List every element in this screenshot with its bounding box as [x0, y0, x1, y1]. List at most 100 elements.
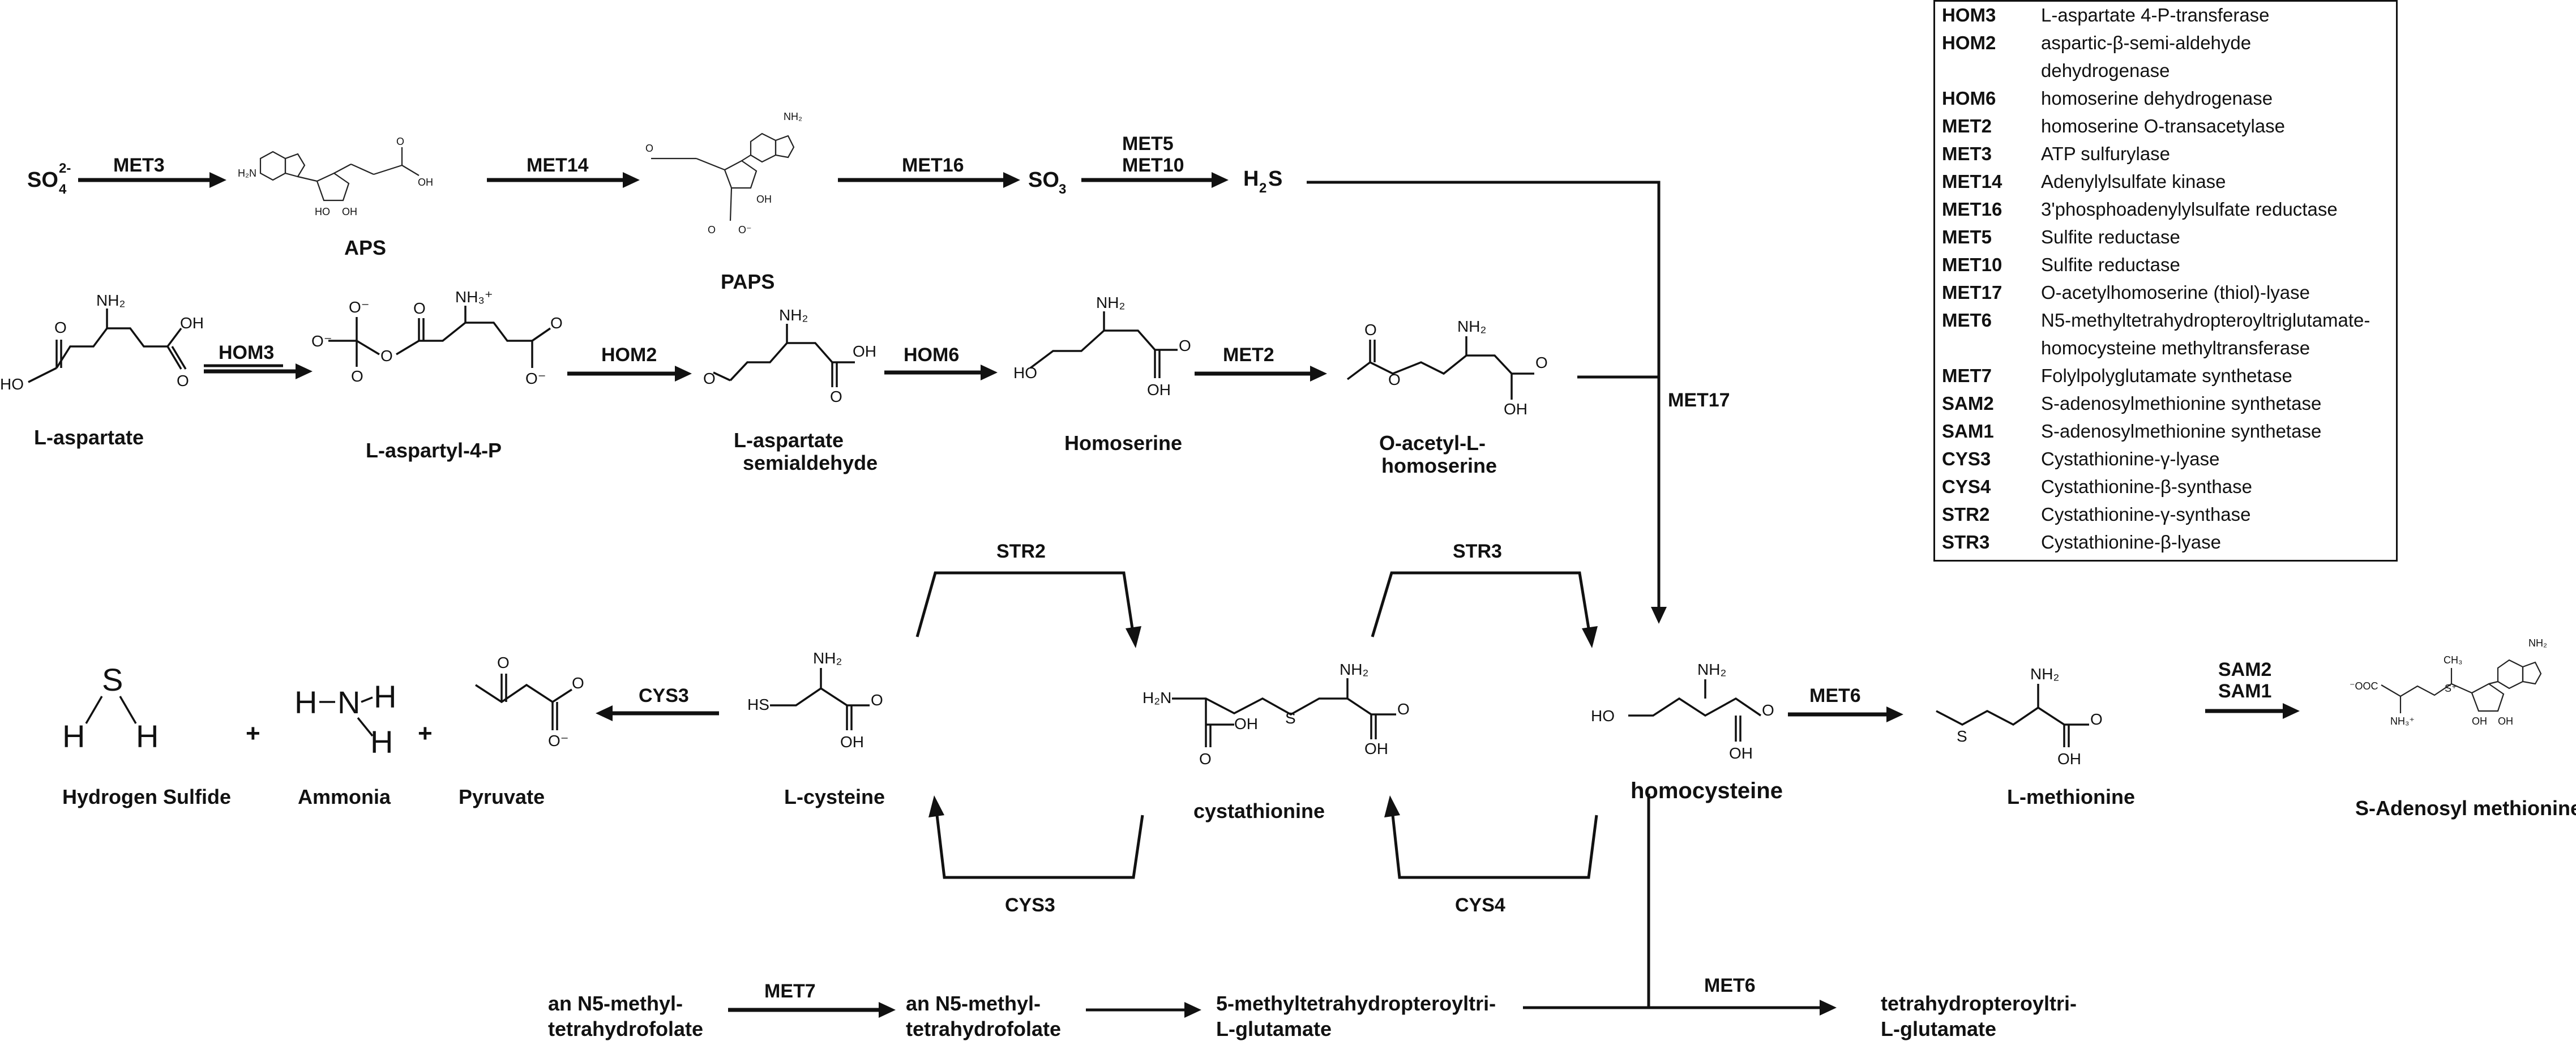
legend-description: O-acetylhomoserine (thiol)-lyase: [2041, 282, 2310, 303]
legend-description: L-aspartate 4-P-transferase: [2041, 5, 2270, 25]
svg-text:O: O: [550, 314, 563, 332]
svg-text:OH: OH: [342, 206, 357, 217]
arrow-met3: [78, 172, 226, 188]
svg-text:O: O: [54, 319, 67, 336]
legend-code: MET2: [1942, 115, 1992, 136]
svg-text:2-: 2-: [59, 161, 71, 176]
l-aspartate-label: L-aspartate: [34, 426, 144, 449]
svg-text:H₂N: H₂N: [1142, 689, 1171, 706]
o-acetyl-homoserine-structure: O O NH₂ O OH: [1346, 318, 1548, 418]
legend-code: MET7: [1942, 365, 1992, 386]
arrow-met7: [728, 1002, 896, 1018]
legend-code: MET10: [1942, 254, 2002, 275]
legend-row: MET17 O-acetylhomoserine (thiol)-lyase: [1935, 281, 2396, 309]
svg-text:OH: OH: [1147, 381, 1171, 399]
svg-text:O⁻: O⁻: [738, 224, 752, 235]
svg-text:HO: HO: [0, 375, 24, 393]
cystathionine-label: cystathionine: [1193, 799, 1325, 823]
svg-text:O: O: [1199, 750, 1212, 768]
l-methionine-label: L-methionine: [2007, 785, 2135, 808]
legend-code: MET17: [1942, 282, 2002, 303]
enzyme-hom2: HOM2: [601, 344, 657, 366]
ammonia-label: Ammonia: [298, 785, 391, 808]
svg-text:OH: OH: [2498, 716, 2513, 727]
svg-text:O: O: [351, 367, 363, 385]
enzyme-str2: STR2: [996, 541, 1046, 562]
svg-text:OH: OH: [180, 314, 204, 332]
svg-text:H: H: [374, 679, 396, 714]
svg-text:NH₂: NH₂: [1697, 661, 1726, 678]
svg-text:⁻OOC: ⁻OOC: [2350, 680, 2378, 692]
svg-text:NH₂: NH₂: [813, 649, 842, 667]
arrow-sam: [2205, 703, 2300, 719]
svg-text:OH: OH: [853, 342, 876, 360]
svg-text:NH₂: NH₂: [1457, 318, 1486, 335]
legend-description: Cystathionine-γ-lyase: [2041, 448, 2220, 469]
svg-text:2: 2: [1259, 181, 1266, 196]
plus-1: +: [246, 719, 260, 747]
svg-text:O: O: [396, 136, 404, 147]
legend-row: MET7 Folylpolyglutamate synthetase: [1935, 365, 2396, 392]
enzyme-sam2: SAM2: [2218, 659, 2271, 680]
arrow-met5-met10: [1081, 172, 1229, 188]
svg-text:HO: HO: [315, 206, 330, 217]
svg-text:NH₃⁺: NH₃⁺: [2390, 716, 2415, 727]
enzyme-met10: MET10: [1122, 155, 1184, 176]
svg-text:H: H: [370, 724, 393, 760]
aps-label: APS: [344, 236, 386, 259]
l-aspartyl-4p-label: L-aspartyl-4-P: [366, 439, 502, 462]
legend-description: homocysteine methyltransferase: [2041, 337, 2310, 358]
legend-description: Folylpolyglutamate synthetase: [2041, 365, 2292, 386]
svg-text:NH₂: NH₂: [96, 292, 125, 309]
pyruvate-label: Pyruvate: [459, 785, 545, 808]
legend-code: STR3: [1942, 532, 1990, 553]
svg-text:O: O: [2090, 710, 2103, 728]
svg-text:O: O: [1364, 321, 1377, 339]
svg-text:4: 4: [59, 182, 67, 197]
arrow-cys4: [1384, 795, 1598, 879]
cystathionine-structure: H₂N S NH₂ O OH O OH: [1142, 661, 1410, 768]
n5-a-label-1: an N5-methyl-: [548, 992, 683, 1015]
legend-description: N5-methyltetrahydropteroyltriglutamate-: [2041, 310, 2370, 331]
svg-text:SO: SO: [27, 168, 58, 192]
svg-text:S⁺: S⁺: [2445, 683, 2457, 694]
svg-text:NH₂: NH₂: [2528, 637, 2547, 649]
svg-text:O: O: [1179, 337, 1191, 354]
legend-code: SAM2: [1942, 393, 1994, 414]
enzyme-met2: MET2: [1223, 344, 1274, 366]
legend-code: STR2: [1942, 504, 1990, 525]
legend-code: CYS4: [1942, 476, 1991, 497]
semialdehyde-label-2: semialdehyde: [743, 451, 878, 474]
enzyme-cys3-top: CYS3: [639, 685, 689, 706]
so4-compound: SO 4 2-: [27, 161, 71, 197]
arrow-met2: [1195, 366, 1327, 382]
svg-text:S: S: [1268, 167, 1282, 191]
svg-text:H: H: [1243, 167, 1259, 191]
svg-text:OH: OH: [756, 194, 772, 205]
svg-text:O: O: [1762, 701, 1774, 719]
enzyme-met7: MET7: [764, 980, 816, 1002]
semialdehyde-label-1: L-aspartate: [734, 429, 844, 452]
arrow-hom3: [204, 363, 313, 379]
legend-code: MET14: [1942, 171, 2002, 192]
svg-text:OH: OH: [840, 733, 864, 751]
svg-text:NH₃⁺: NH₃⁺: [455, 288, 493, 306]
svg-text:S: S: [1285, 709, 1296, 727]
h2s-structure: S H H: [62, 662, 159, 754]
ammonia-structure: H N H H: [294, 679, 396, 760]
legend-description: ATP sulfurylase: [2041, 143, 2171, 164]
legend-description: homoserine dehydrogenase: [2041, 88, 2273, 109]
svg-text:O: O: [1535, 354, 1548, 371]
arrow-hom2: [567, 366, 692, 382]
legend-description: aspartic-β-semi-aldehyde: [2041, 32, 2252, 53]
mthf-label-2: L-glutamate: [1216, 1017, 1332, 1040]
svg-text:O: O: [703, 370, 716, 387]
thf-label-1: tetrahydropteroyltri-: [1881, 992, 2077, 1015]
l-aspartate-structure: NH₂ HO O OH O: [0, 292, 204, 393]
aps-structure: H₂N HO OH O OH: [238, 136, 433, 217]
